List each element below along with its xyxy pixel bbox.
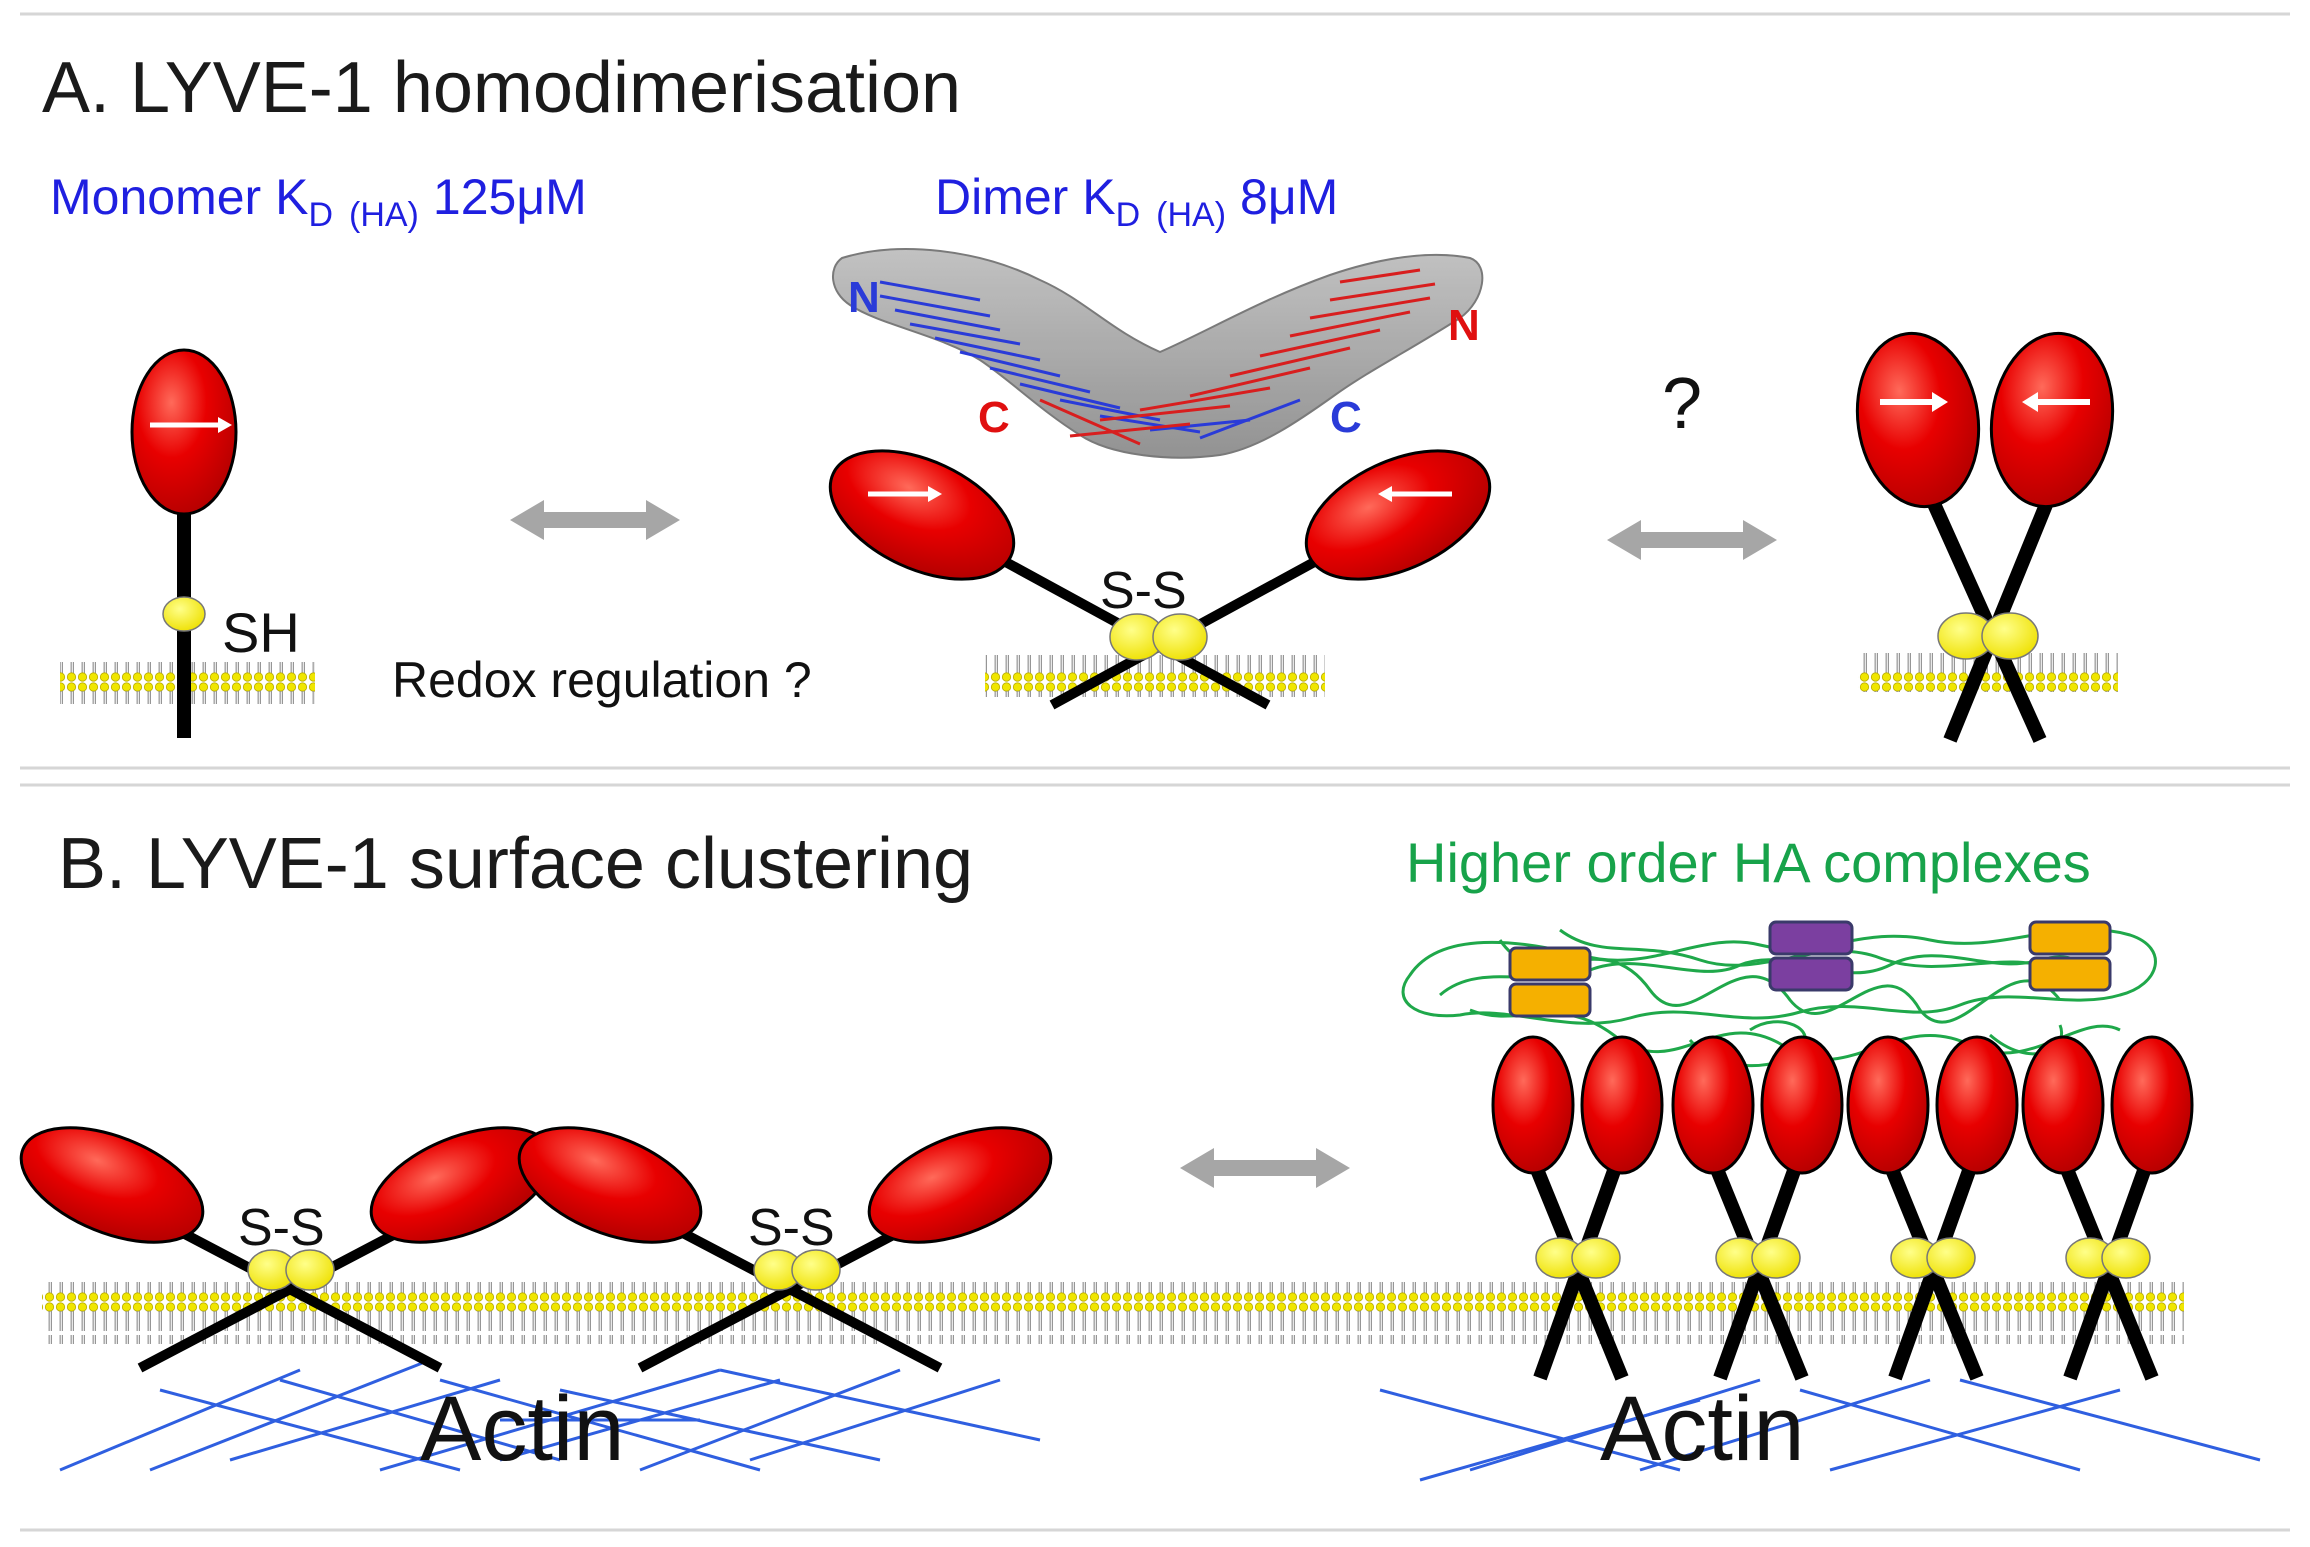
disulfide-label-1: S-S bbox=[238, 1199, 325, 1257]
dimer-kd-ligand: (HA) bbox=[1156, 196, 1226, 234]
membrane-segment bbox=[985, 655, 1325, 697]
question-mark: ? bbox=[1662, 364, 1702, 444]
clustered-dimer-1 bbox=[1491, 1035, 1664, 1381]
dimer-kd-sub: D bbox=[1116, 196, 1141, 234]
actin-mesh-left bbox=[59, 1358, 1041, 1472]
thiol-bead-right bbox=[1981, 612, 2039, 660]
surface-dimer-2 bbox=[517, 1126, 1053, 1373]
n-terminus-red: N bbox=[1448, 301, 1480, 350]
monomer-kd-prefix: Monomer K bbox=[50, 169, 308, 225]
thiol-bead bbox=[162, 596, 206, 632]
orientation-arrowhead-left bbox=[928, 486, 942, 502]
redox-label: Redox regulation ? bbox=[392, 652, 812, 708]
equilibrium-arrow-3 bbox=[1180, 1148, 1350, 1188]
receptor-head-right bbox=[1304, 449, 1492, 581]
actin-label-left: Actin bbox=[420, 1378, 625, 1480]
monomer-kd-ligand: (HA) bbox=[349, 196, 419, 234]
c-terminus-red: C bbox=[978, 393, 1010, 442]
receptor-head-left bbox=[1855, 331, 1981, 509]
thiol-bead-right bbox=[1152, 613, 1208, 661]
equilibrium-arrow-2 bbox=[1607, 520, 1777, 560]
disulfide-dimer bbox=[828, 449, 1492, 710]
red-chain bbox=[1039, 268, 1436, 446]
receptor-head-right bbox=[867, 1126, 1053, 1244]
actin-label-right: Actin bbox=[1600, 1378, 1805, 1480]
clustered-dimer-2 bbox=[1671, 1035, 1844, 1381]
panel-b-title: B. LYVE-1 surface clustering bbox=[58, 824, 973, 904]
dimer-kd-label: Dimer KD (HA) 8μM bbox=[935, 169, 1338, 234]
crossed-dimer bbox=[1855, 331, 2118, 743]
plasma-membrane bbox=[42, 1282, 2184, 1344]
dimer-crystal-structure bbox=[831, 248, 1484, 459]
ha-binding-protein-orange-1 bbox=[1508, 946, 1592, 1018]
clustered-dimer-3 bbox=[1846, 1035, 2019, 1381]
orientation-arrowhead bbox=[218, 417, 232, 433]
sh-label: SH bbox=[222, 601, 300, 664]
dimer-kd-value: 8μM bbox=[1240, 169, 1338, 225]
surface-dimer-1 bbox=[19, 1126, 555, 1373]
receptor-head bbox=[130, 348, 238, 516]
n-terminus-blue: N bbox=[848, 273, 880, 322]
orientation-arrowhead-left bbox=[1932, 392, 1948, 412]
ha-complex-label: Higher order HA complexes bbox=[1406, 831, 2091, 894]
orientation-arrowhead-right bbox=[1378, 486, 1392, 502]
panel-a-title: A. LYVE-1 homodimerisation bbox=[42, 48, 961, 128]
equilibrium-arrow-1 bbox=[510, 500, 680, 540]
molecular-surface bbox=[831, 248, 1484, 459]
actin-mesh-right bbox=[1379, 1378, 2261, 1482]
receptor-head-left bbox=[828, 449, 1016, 581]
ha-binding-protein-purple bbox=[1768, 920, 1854, 992]
monomer-kd-sub: D bbox=[308, 196, 333, 234]
ha-binding-protein-orange-2 bbox=[2028, 920, 2112, 992]
c-terminus-blue: C bbox=[1330, 393, 1362, 442]
orientation-arrowhead-right bbox=[2022, 392, 2038, 412]
clustered-dimer-4 bbox=[2021, 1035, 2194, 1381]
monomer-receptor bbox=[60, 348, 315, 738]
dimer-kd-prefix: Dimer K bbox=[935, 169, 1116, 225]
receptor-head-left bbox=[517, 1126, 703, 1244]
receptor-head-left bbox=[19, 1126, 205, 1244]
monomer-kd-label: Monomer KD (HA) 125μM bbox=[50, 169, 587, 234]
blue-chain bbox=[879, 280, 1301, 440]
receptor-stalk-left bbox=[1923, 492, 2047, 743]
monomer-kd-value: 125μM bbox=[433, 169, 587, 225]
disulfide-label-2: S-S bbox=[748, 1199, 835, 1257]
receptor-head-right bbox=[1989, 331, 2115, 509]
disulfide-label: S-S bbox=[1100, 562, 1187, 620]
